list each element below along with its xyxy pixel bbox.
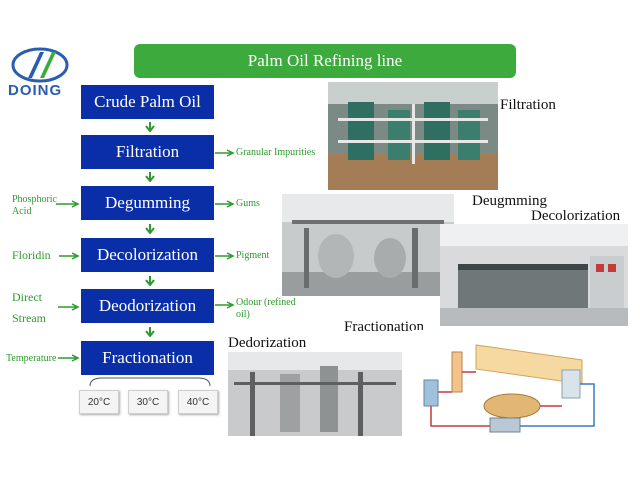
deodorization-plant-photo xyxy=(228,352,402,436)
down-arrow-icon xyxy=(145,276,155,286)
input-label-floridin: Floridin xyxy=(12,248,51,262)
logo-text: DOING xyxy=(8,82,63,99)
output-label-gums: Gums xyxy=(236,198,260,209)
step-deodorization: Deodorization xyxy=(81,289,214,323)
down-arrow-icon xyxy=(145,224,155,234)
down-arrow-icon xyxy=(145,172,155,182)
right-arrow-icon xyxy=(59,252,80,260)
step-crude-palm-oil: Crude Palm Oil xyxy=(81,85,214,119)
photo-label-fractionation: Fractionation xyxy=(344,319,424,335)
decolorization-plant-photo xyxy=(440,224,628,326)
photo-label-filtration: Filtration xyxy=(500,97,556,113)
doing-logo-icon xyxy=(11,47,69,83)
page-title: Palm Oil Refining line xyxy=(134,44,516,78)
input-label-direct-stream: Direct Stream xyxy=(12,290,46,325)
right-arrow-icon xyxy=(215,301,235,309)
filtration-plant-photo xyxy=(328,82,498,190)
temperature-bracket xyxy=(89,377,211,387)
step-degumming: Degumming xyxy=(81,186,214,220)
photo-label-decolorization: Decolorization xyxy=(531,208,621,224)
photo-label-degumming: Deugmming xyxy=(472,193,547,209)
down-arrow-icon xyxy=(145,327,155,337)
step-fractionation: Fractionation xyxy=(81,341,214,375)
input-label-phosphoric-acid: Phosphoric Acid xyxy=(12,194,57,217)
right-arrow-icon xyxy=(215,200,235,208)
temperature-option: 30°C xyxy=(128,390,168,414)
right-arrow-icon xyxy=(58,303,80,311)
right-arrow-icon xyxy=(58,354,80,362)
right-arrow-icon xyxy=(215,252,235,260)
fractionation-equipment-diagram xyxy=(412,330,602,440)
temperature-option: 40°C xyxy=(178,390,218,414)
right-arrow-icon xyxy=(215,149,235,157)
output-label-granular-impurities: Granular Impurities xyxy=(236,147,316,158)
right-arrow-icon xyxy=(56,200,80,208)
down-arrow-icon xyxy=(145,122,155,132)
step-filtration: Filtration xyxy=(81,135,214,169)
temperature-option: 20°C xyxy=(79,390,119,414)
degumming-plant-photo xyxy=(282,194,454,296)
step-decolorization: Decolorization xyxy=(81,238,214,272)
output-label-pigment: Pigment xyxy=(236,250,270,261)
input-label-temperature: Temperature xyxy=(6,353,57,364)
photo-label-deodorization: Dedorization xyxy=(228,335,307,351)
output-label-odour: Odour (refined oil) xyxy=(236,297,296,320)
